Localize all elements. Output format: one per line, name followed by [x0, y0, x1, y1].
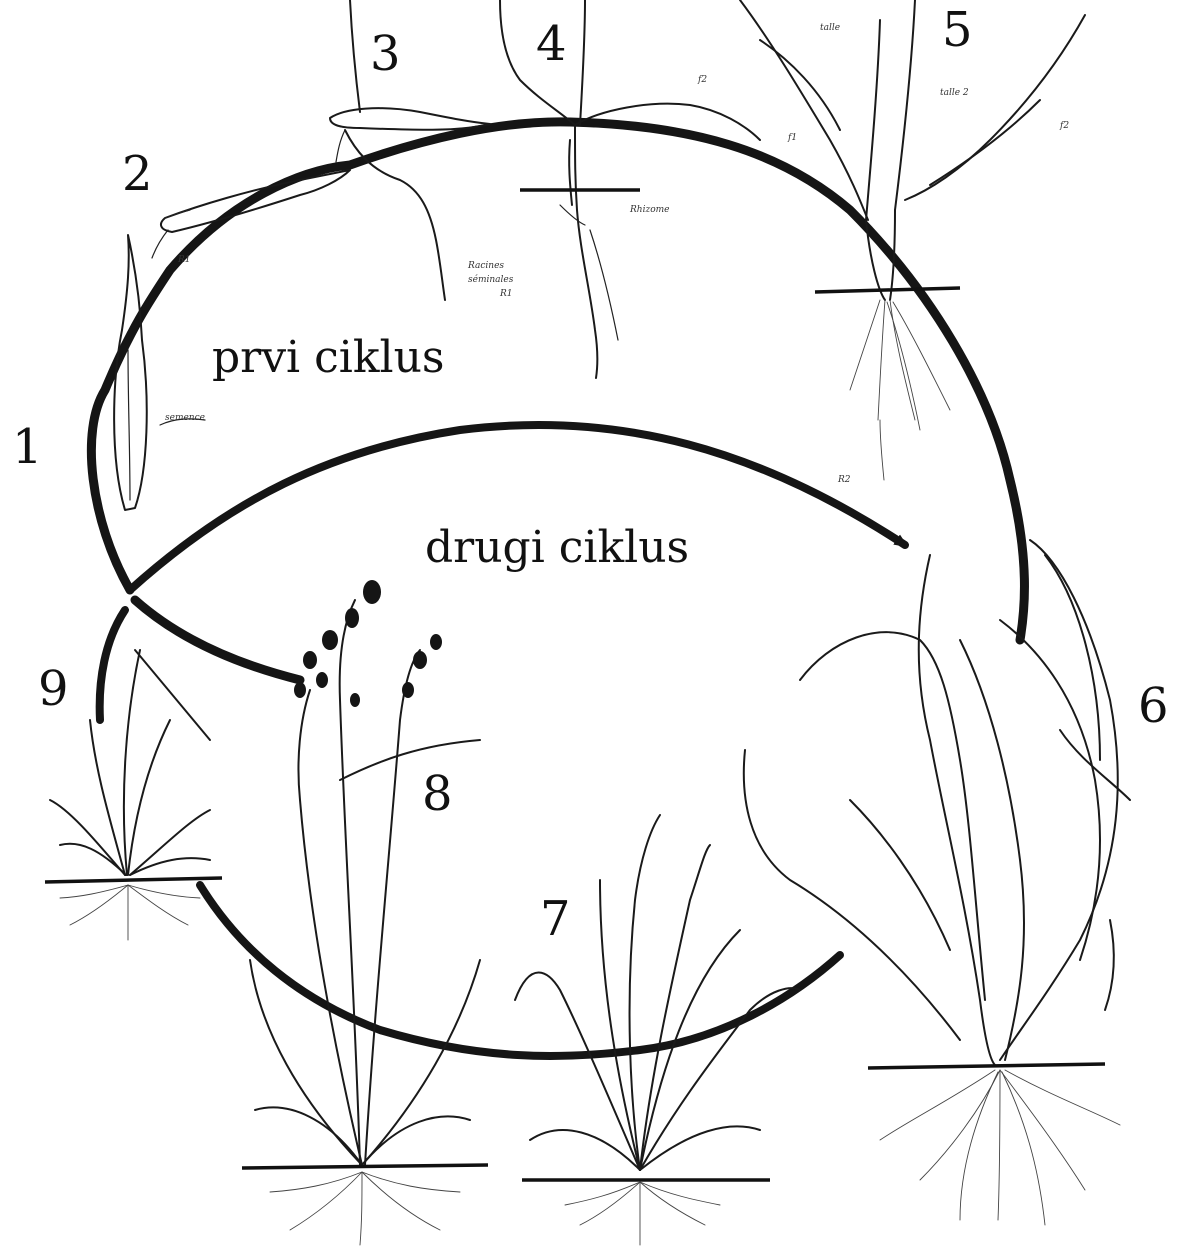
stage-number-8: 8	[422, 766, 453, 822]
stage-number-3: 3	[370, 26, 401, 82]
annotation-roots-line2: séminales	[468, 274, 514, 285]
annotation-seed: semence	[165, 413, 205, 423]
second-cycle-label: drugi ciklus	[425, 522, 689, 573]
bottom-arc	[200, 885, 840, 1056]
annotation-roots-line1: Racines	[467, 261, 504, 271]
lower-arc-to-9	[100, 610, 125, 720]
annotation-r2: R2	[837, 475, 851, 485]
first-cycle-label: prvi ciklus	[212, 332, 444, 383]
lower-arc-to-8	[135, 600, 300, 680]
stage-9-senescent	[45, 650, 222, 940]
stage-1-seed	[114, 235, 205, 510]
annotations: semence Rhizome Racines séminales R1 R1 …	[165, 23, 1069, 485]
stage-7-clump	[515, 815, 800, 1245]
stage-number-1: 1	[12, 419, 43, 475]
annotation-tiller2: talle 2	[940, 88, 969, 98]
stage-number-6: 6	[1138, 678, 1169, 734]
annotation-f1: f1	[787, 133, 797, 143]
stage-2-germination	[152, 170, 350, 258]
stage-5-tillering	[740, 0, 1085, 480]
annotation-f2: f2	[697, 75, 707, 85]
annotation-rhizome: Rhizome	[629, 205, 669, 215]
stage-number-7: 7	[540, 891, 571, 947]
annotation-r1: R1	[177, 255, 191, 265]
stage-number-4: 4	[536, 16, 567, 72]
stage-number-5: 5	[942, 2, 973, 58]
annotation-f2b: f2	[1059, 121, 1069, 131]
stage-8-flowering	[242, 580, 488, 1245]
stage-6-mature-clump	[744, 540, 1130, 1225]
annotation-roots-line3: R1	[499, 289, 513, 299]
stage-number-2: 2	[122, 146, 153, 202]
annotation-tiller1: talle	[820, 23, 840, 33]
stage-number-9: 9	[38, 661, 69, 717]
